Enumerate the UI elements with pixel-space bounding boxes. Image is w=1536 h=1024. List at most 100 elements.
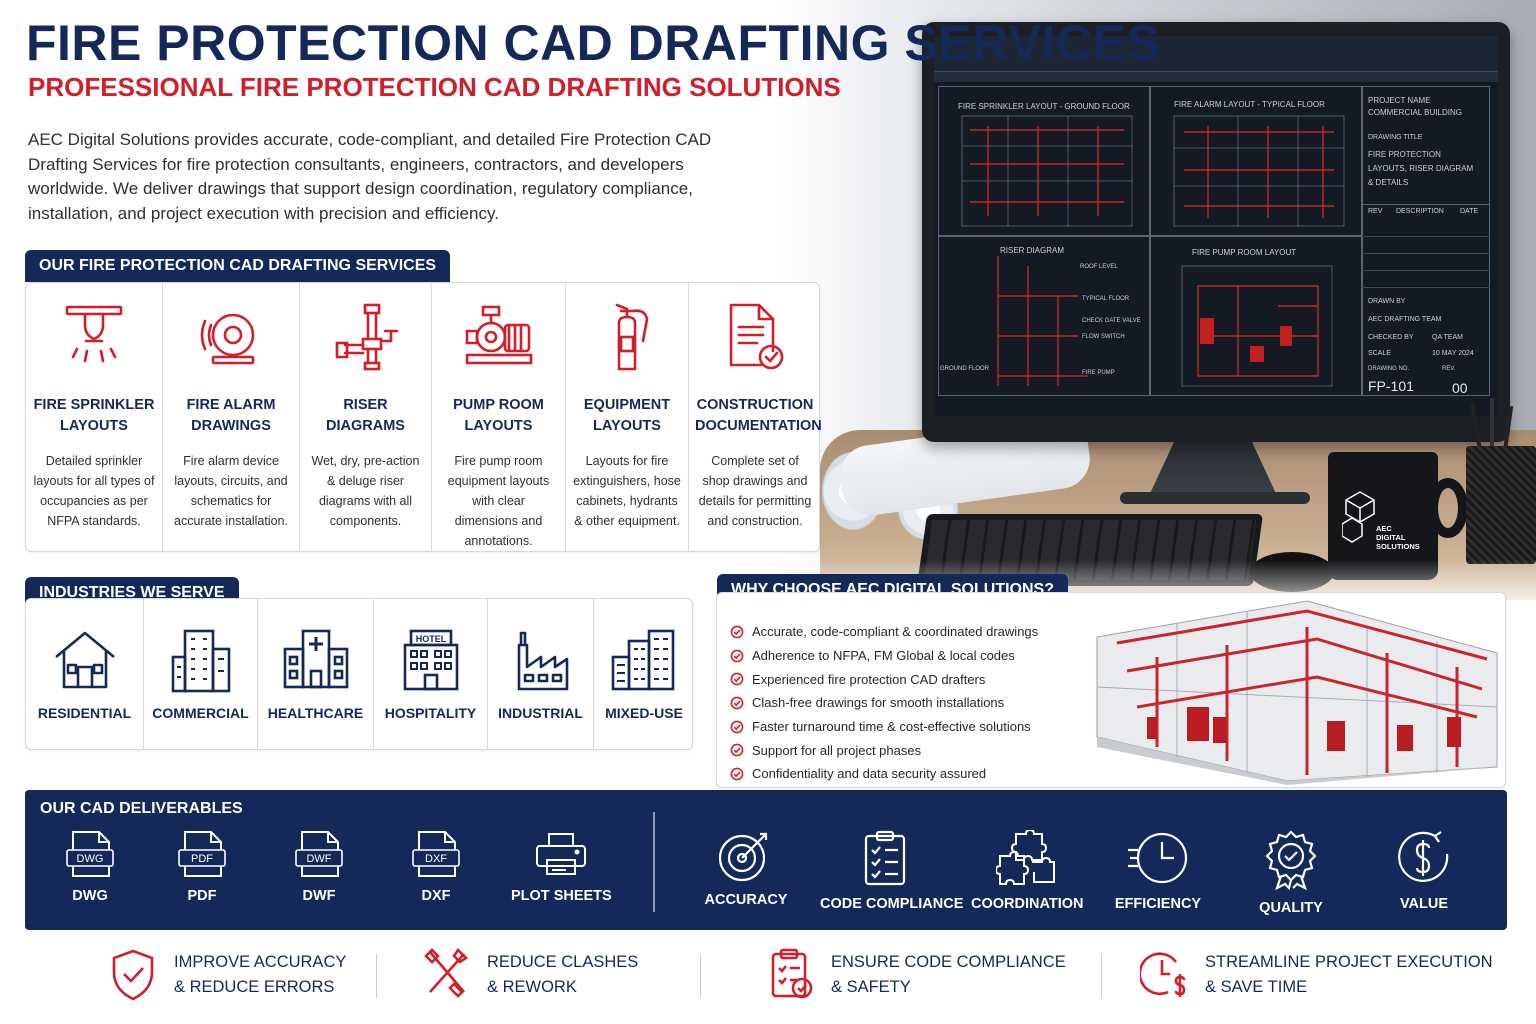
- benefit-item: IMPROVE ACCURACY& REDUCE ERRORS: [110, 948, 370, 1004]
- cube-logo-icon: [1342, 491, 1375, 543]
- service-card[interactable]: CONSTRUCTION DOCUMENTATION Complete set …: [689, 283, 822, 551]
- benefit-item: ENSURE CODE COMPLIANCE& SAFETY: [770, 948, 1070, 1004]
- hotel-icon: HOTEL: [403, 629, 458, 691]
- cad-panel-title: FIRE ALARM LAYOUT - TYPICAL FLOOR: [1174, 100, 1325, 109]
- check-circle-icon: [730, 743, 744, 757]
- tools-icon: [424, 948, 468, 998]
- industry-item[interactable]: INDUSTRIAL: [488, 599, 594, 749]
- 3d-fire-protection-model: [1096, 600, 1498, 785]
- cad-panel-title: FIRE PUMP ROOM LAYOUT: [1192, 248, 1297, 257]
- drawing-number: FP-101: [1368, 378, 1414, 394]
- services-heading: OUR FIRE PROTECTION CAD DRAFTING SERVICE…: [25, 250, 451, 282]
- deliverables-heading: OUR CAD DELIVERABLES: [40, 800, 243, 817]
- dxf-file-icon: DXF: [412, 831, 460, 877]
- dwf-file-icon: DWF: [295, 831, 343, 877]
- mixed-use-buildings-icon: [611, 629, 675, 691]
- industries-panel: RESIDENTIAL COMMERCIAL HEALTHCARE HOTEL …: [25, 598, 693, 750]
- value-item: VALUE: [1384, 830, 1464, 912]
- service-card[interactable]: FIRE ALARM DRAWINGS Fire alarm device la…: [163, 283, 300, 551]
- clock-dollar-icon: [1140, 952, 1186, 997]
- industry-item[interactable]: RESIDENTIAL: [26, 599, 144, 749]
- clock-icon: [1128, 832, 1188, 884]
- why-item: Support for all project phases: [730, 738, 1070, 762]
- pen-cup: [1466, 398, 1536, 564]
- cad-panel-title: FIRE SPRINKLER LAYOUT - GROUND FLOOR: [958, 102, 1130, 111]
- check-circle-icon: [730, 767, 744, 781]
- page-subtitle: PROFESSIONAL FIRE PROTECTION CAD DRAFTIN…: [28, 72, 841, 102]
- value-item: CODE COMPLIANCE: [820, 830, 963, 912]
- svg-text:DWG: DWG: [77, 853, 104, 865]
- value-item: QUALITY: [1251, 830, 1331, 916]
- svg-text:DWF: DWF: [306, 853, 331, 865]
- service-card[interactable]: FIRE SPRINKLER LAYOUTS Detailed sprinkle…: [26, 283, 163, 551]
- clipboard-check-icon: [771, 948, 813, 999]
- deliverable-item[interactable]: PDF PDF: [177, 830, 227, 904]
- benefit-item: STREAMLINE PROJECT EXECUTION& SAVE TIME: [1140, 948, 1493, 1004]
- dwg-file-icon: DWG: [66, 831, 114, 877]
- intro-paragraph: AEC Digital Solutions provides accurate,…: [28, 130, 712, 223]
- value-item: EFFICIENCY: [1108, 830, 1208, 912]
- target-icon: [718, 832, 768, 882]
- page-title: FIRE PROTECTION CAD DRAFTING SERVICES: [26, 15, 1161, 71]
- check-circle-icon: [730, 625, 744, 639]
- checklist-icon: [864, 830, 906, 886]
- why-item: Experienced fire protection CAD drafters: [730, 667, 1070, 691]
- why-item: Adherence to NFPA, FM Global & local cod…: [730, 644, 1070, 668]
- industry-item[interactable]: COMMERCIAL: [144, 599, 258, 749]
- service-card[interactable]: RISER DIAGRAMS Wet, dry, pre-action & de…: [300, 283, 432, 551]
- value-item: COORDINATION: [971, 830, 1084, 912]
- monitor-base: [1120, 492, 1310, 504]
- deliverable-item[interactable]: DWG DWG: [65, 830, 115, 904]
- puzzle-icon: [996, 830, 1055, 885]
- printer-icon: [536, 833, 586, 875]
- house-icon: [54, 631, 115, 689]
- value-item: ACCURACY: [701, 830, 791, 908]
- extinguisher-icon: [615, 303, 649, 371]
- industry-item[interactable]: HEALTHCARE: [258, 599, 374, 749]
- cad-drawings: [961, 115, 1345, 387]
- riser-pipe-icon: [335, 303, 398, 371]
- services-panel: FIRE SPRINKLER LAYOUTS Detailed sprinkle…: [25, 282, 822, 552]
- deliverable-item[interactable]: DXF DXF: [411, 830, 461, 904]
- revision-number: 00: [1452, 380, 1468, 396]
- check-circle-icon: [730, 720, 744, 733]
- why-panel: [716, 592, 1506, 788]
- monitor: FIRE SPRINKLER LAYOUT - GROUND FLOOR FIR…: [922, 22, 1510, 442]
- deliverables-bar: OUR CAD DELIVERABLES DWG DWG PDF PDF DWF…: [25, 790, 1507, 930]
- svg-text:PDF: PDF: [191, 853, 213, 865]
- dollar-icon: [1398, 831, 1449, 882]
- benefit-item: REDUCE CLASHES& REWORK: [424, 948, 664, 1004]
- industry-item[interactable]: HOTEL HOSPITALITY: [374, 599, 488, 749]
- industry-item[interactable]: MIXED-USE: [594, 599, 694, 749]
- factory-icon: [517, 631, 568, 691]
- cad-panel-title: RISER DIAGRAM: [1000, 246, 1065, 255]
- pdf-file-icon: PDF: [178, 831, 226, 877]
- sprinkler-icon: [65, 305, 123, 363]
- why-item: Confidentiality and data security assure…: [730, 762, 1070, 786]
- why-list: Accurate, code-compliant & coordinated d…: [730, 620, 1070, 786]
- deliverable-item[interactable]: PLOT SHEETS: [511, 830, 612, 904]
- svg-text:DXF: DXF: [425, 853, 447, 865]
- hospital-icon: [283, 629, 348, 689]
- why-item: Faster turnaround time & cost-effective …: [730, 715, 1070, 739]
- service-card[interactable]: PUMP ROOM LAYOUTS Fire pump room equipme…: [432, 283, 566, 551]
- alarm-bell-icon: [200, 313, 255, 365]
- why-item: Clash-free drawings for smooth installat…: [730, 691, 1070, 715]
- check-circle-icon: [730, 696, 744, 710]
- check-circle-icon: [730, 672, 744, 686]
- pump-icon: [465, 305, 532, 365]
- why-item: Accurate, code-compliant & coordinated d…: [730, 620, 1070, 644]
- cad-screen: FIRE SPRINKLER LAYOUT - GROUND FLOOR FIR…: [934, 36, 1498, 416]
- document-check-icon: [729, 303, 784, 370]
- cad-ribbon[interactable]: [934, 36, 1498, 72]
- divider: [653, 812, 655, 912]
- check-circle-icon: [730, 649, 744, 662]
- deliverable-item[interactable]: DWF DWF: [294, 830, 344, 904]
- service-card[interactable]: EQUIPMENT LAYOUTS Layouts for fire extin…: [566, 283, 689, 551]
- quality-badge-icon: [1265, 830, 1317, 890]
- shield-check-icon: [112, 949, 154, 1001]
- office-building-icon: [171, 629, 230, 693]
- svg-text:HOTEL: HOTEL: [415, 634, 446, 644]
